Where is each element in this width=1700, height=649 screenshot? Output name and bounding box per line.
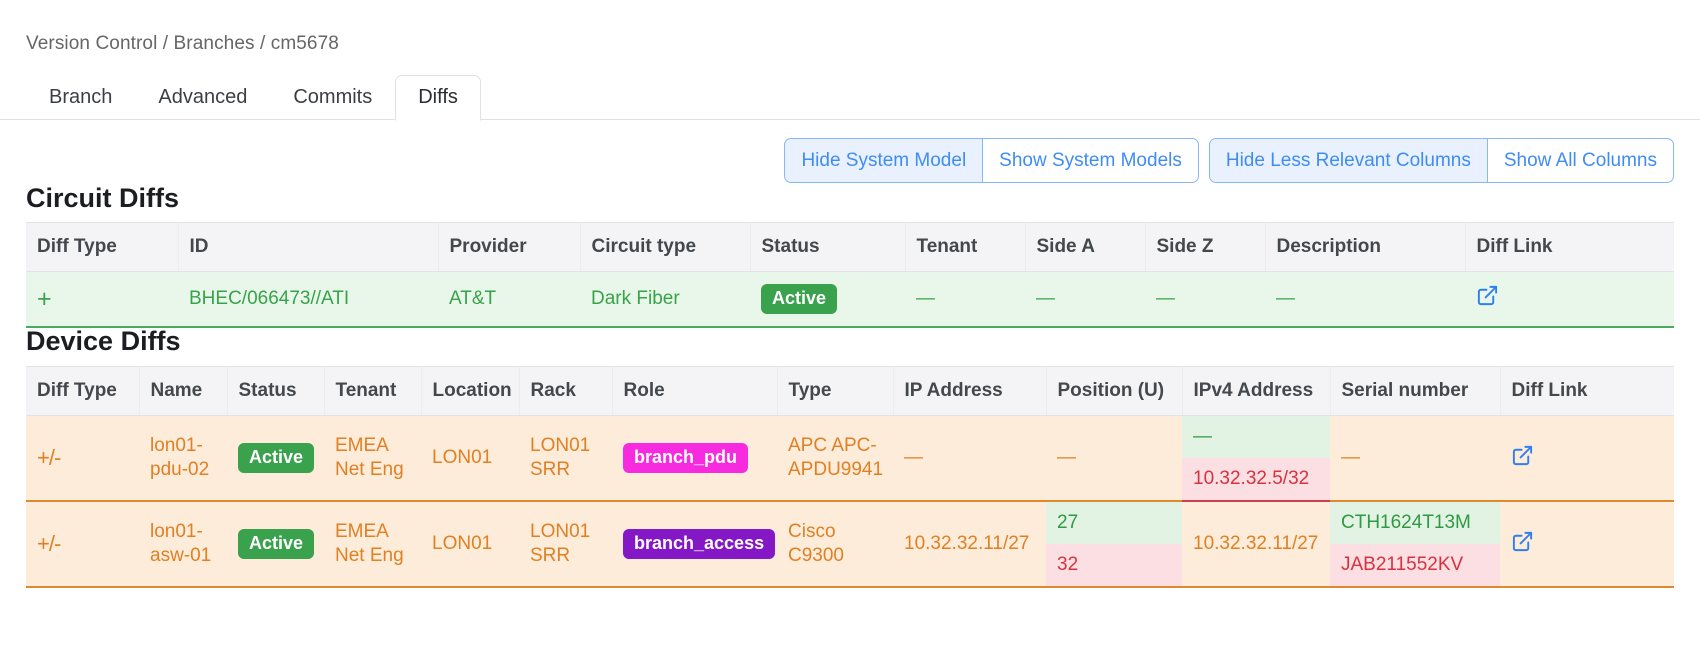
col-tenant: Tenant [323, 366, 421, 416]
cell-circuit-type: Dark Fiber [580, 271, 750, 328]
role-badge: branch_pdu [623, 443, 749, 473]
cell-position-u: — [1046, 415, 1182, 502]
col-diff-link: Diff Link [1464, 222, 1674, 272]
cell-position-u: 27 32 [1046, 501, 1182, 588]
col-side-z: Side Z [1144, 222, 1265, 272]
col-position-u: Position (U) [1045, 366, 1182, 416]
status-badge: Active [761, 284, 838, 314]
cell-type: APC APC-APDU9941 [777, 415, 893, 502]
col-diff-link: Diff Link [1499, 366, 1674, 416]
cell-role: branch_pdu [612, 415, 777, 502]
circuit-diffs-title: Circuit Diffs [26, 183, 180, 213]
cell-diff-link [1465, 271, 1674, 328]
old-value: CTH1624T13M [1330, 502, 1500, 544]
tab-diffs[interactable]: Diffs [395, 75, 481, 121]
cell-name: lon01-pdu-02 [139, 415, 227, 502]
cell-role: branch_access [612, 501, 777, 588]
new-value: 10.32.32.5/32 [1182, 458, 1330, 500]
col-status: Status [226, 366, 324, 416]
cell-diff-type: +/- [26, 415, 139, 502]
table-row[interactable]: +/- lon01-asw-01 Active EMEA Net Eng LON… [26, 501, 1674, 588]
cell-ipv4-address: 10.32.32.11/27 [1182, 501, 1330, 588]
old-value: 27 [1046, 502, 1182, 544]
tab-commits[interactable]: Commits [293, 86, 373, 108]
cell-diff-type: + [26, 271, 178, 328]
external-link-icon[interactable] [1511, 444, 1534, 467]
new-value: JAB211552KV [1330, 544, 1500, 586]
device-diffs-title: Device Diffs [26, 326, 181, 356]
breadcrumb: Version Control / Branches / cm5678 [26, 33, 339, 54]
cell-provider: AT&T [438, 271, 580, 328]
hide-system-model-button[interactable]: Hide System Model [784, 138, 984, 183]
cell-name: lon01-asw-01 [139, 501, 227, 588]
col-ip-address: IP Address [892, 366, 1046, 416]
col-description: Description [1264, 222, 1465, 272]
toolbar: Hide System Model Show System Models Hid… [784, 138, 1674, 183]
circuit-diffs-table: Diff Type ID Provider Circuit type Statu… [26, 222, 1674, 328]
col-type: Type [776, 366, 893, 416]
external-link-icon[interactable] [1511, 530, 1534, 553]
col-name: Name [138, 366, 227, 416]
col-circuit-type: Circuit type [579, 222, 750, 272]
cell-status: Active [227, 501, 324, 588]
cell-ip-address: 10.32.32.11/27 [893, 501, 1046, 588]
col-status: Status [749, 222, 905, 272]
cell-diff-link [1500, 501, 1674, 588]
cell-serial-number: CTH1624T13M JAB211552KV [1330, 501, 1500, 588]
external-link-icon[interactable] [1476, 284, 1499, 307]
tabs: Branch Advanced Commits Diffs [26, 73, 481, 121]
col-tenant: Tenant [904, 222, 1025, 272]
col-side-a: Side A [1024, 222, 1145, 272]
col-provider: Provider [437, 222, 580, 272]
col-location: Location [420, 366, 519, 416]
tab-bar: Branch Advanced Commits Diffs [0, 73, 1700, 121]
table-row[interactable]: +/- lon01-pdu-02 Active EMEA Net Eng LON… [26, 415, 1674, 502]
role-badge: branch_access [623, 529, 776, 559]
col-rack: Rack [518, 366, 612, 416]
col-role: Role [611, 366, 777, 416]
col-serial-number: Serial number [1329, 366, 1500, 416]
circuit-header-row: Diff Type ID Provider Circuit type Statu… [26, 222, 1674, 272]
cell-location: LON01 [421, 501, 519, 588]
col-diff-type: Diff Type [26, 222, 178, 272]
cell-diff-type: +/- [26, 501, 139, 588]
col-ipv4-address: IPv4 Address [1181, 366, 1330, 416]
cell-tenant: EMEA Net Eng [324, 501, 421, 588]
cell-status: Active [227, 415, 324, 502]
columns-button-group: Hide Less Relevant Columns Show All Colu… [1208, 138, 1674, 183]
status-badge: Active [238, 529, 315, 559]
hide-less-relevant-columns-button[interactable]: Hide Less Relevant Columns [1208, 138, 1488, 183]
cell-diff-link [1500, 415, 1674, 502]
device-header-row: Diff Type Name Status Tenant Location Ra… [26, 366, 1674, 416]
cell-description: — [1265, 271, 1465, 328]
show-all-columns-button[interactable]: Show All Columns [1487, 138, 1674, 183]
system-model-button-group: Hide System Model Show System Models [784, 138, 1199, 183]
cell-side-z: — [1145, 271, 1265, 328]
cell-status: Active [750, 271, 905, 328]
cell-tenant: — [905, 271, 1025, 328]
cell-tenant: EMEA Net Eng [324, 415, 421, 502]
tab-advanced[interactable]: Advanced [158, 86, 248, 108]
table-row[interactable]: + BHEC/066473//ATI AT&T Dark Fiber Activ… [26, 271, 1674, 328]
old-value: — [1182, 416, 1330, 458]
cell-type: Cisco C9300 [777, 501, 893, 588]
cell-serial-number: — [1330, 415, 1500, 502]
device-diffs-table: Diff Type Name Status Tenant Location Ra… [26, 366, 1674, 588]
cell-rack: LON01 SRR [519, 501, 612, 588]
cell-id: BHEC/066473//ATI [178, 271, 438, 328]
cell-ip-address: — [893, 415, 1046, 502]
col-id: ID [177, 222, 438, 272]
cell-side-a: — [1025, 271, 1145, 328]
tab-branch[interactable]: Branch [49, 86, 113, 108]
cell-rack: LON01 SRR [519, 415, 612, 502]
status-badge: Active [238, 443, 315, 473]
show-system-models-button[interactable]: Show System Models [983, 138, 1199, 183]
new-value: 32 [1046, 544, 1182, 586]
cell-location: LON01 [421, 415, 519, 502]
cell-ipv4-address: — 10.32.32.5/32 [1182, 415, 1330, 502]
col-diff-type: Diff Type [26, 366, 139, 416]
